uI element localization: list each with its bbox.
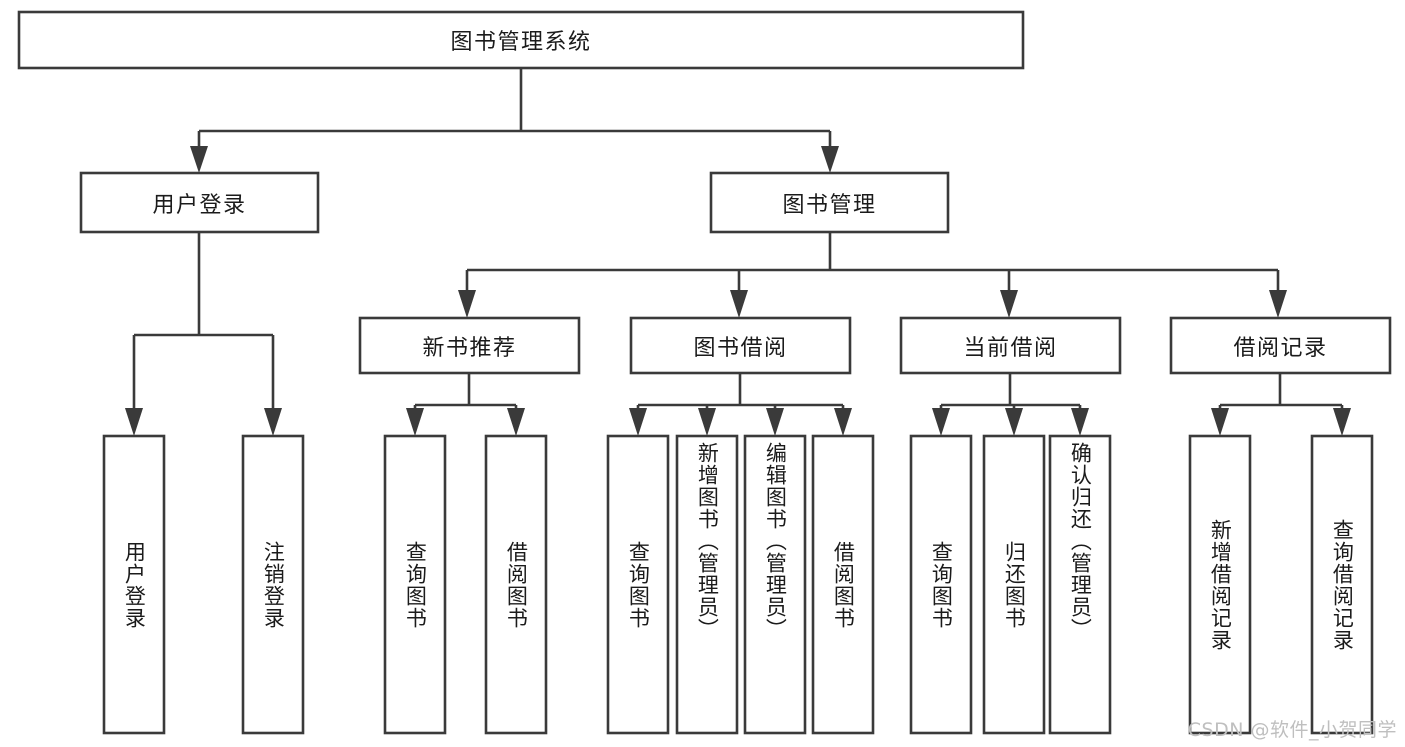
node-box-book-borrow[interactable] — [629, 316, 852, 375]
node-box-leaf-query-book-rec[interactable] — [383, 434, 447, 735]
arrow-head-leaf-query-borrow-record — [1333, 408, 1351, 436]
node-box-leaf-borrow-book[interactable] — [811, 434, 875, 735]
arrow-head-current-borrow — [1000, 290, 1018, 318]
node-box-root[interactable] — [17, 10, 1025, 70]
arrow-head-book-manage — [821, 146, 839, 173]
node-box-user-login[interactable] — [79, 171, 320, 234]
arrow-head-leaf-borrow-book-rec — [507, 408, 525, 436]
arrow-head-leaf-query-book-current — [932, 408, 950, 436]
node-box-leaf-query-borrow-record[interactable] — [1310, 434, 1374, 735]
arrow-head-leaf-user-login — [125, 408, 143, 436]
node-box-current-borrow[interactable] — [899, 316, 1122, 375]
arrow-head-leaf-return-book — [1005, 408, 1023, 436]
connector-layer — [125, 68, 1351, 436]
arrow-head-leaf-edit-book-admin — [766, 408, 784, 436]
arrow-head-book-borrow — [730, 290, 748, 318]
arrow-head-leaf-query-book-rec — [406, 408, 424, 436]
node-box-leaf-add-book-admin[interactable] — [675, 434, 739, 735]
arrow-head-user-login — [190, 146, 208, 173]
arrow-head-leaf-logout — [264, 408, 282, 436]
arrow-head-leaf-add-book-admin — [698, 408, 716, 436]
node-box-borrow-record[interactable] — [1169, 316, 1392, 375]
node-box-leaf-edit-book-admin[interactable] — [743, 434, 807, 735]
arrow-head-borrow-record — [1269, 290, 1287, 318]
arrow-head-leaf-confirm-return-admin — [1071, 408, 1089, 436]
arrow-head-leaf-borrow-book — [834, 408, 852, 436]
node-box-leaf-query-book-borrow[interactable] — [606, 434, 670, 735]
watermark-text: CSDN @软件_小贺同学 — [1187, 719, 1397, 741]
node-box-leaf-query-book-current[interactable] — [909, 434, 973, 735]
node-box-leaf-logout[interactable] — [241, 434, 305, 735]
arrow-head-leaf-add-borrow-record — [1211, 408, 1229, 436]
node-box-new-book-recommend[interactable] — [358, 316, 581, 375]
node-box-leaf-add-borrow-record[interactable] — [1188, 434, 1252, 735]
arrow-head-new-book-recommend — [458, 290, 476, 318]
node-box-leaf-return-book[interactable] — [982, 434, 1046, 735]
node-box-leaf-confirm-return-admin[interactable] — [1048, 434, 1112, 735]
node-box-book-manage[interactable] — [709, 171, 950, 234]
node-box-leaf-user-login[interactable] — [102, 434, 166, 735]
arrow-head-leaf-query-book-borrow — [629, 408, 647, 436]
node-box-leaf-borrow-book-rec[interactable] — [484, 434, 548, 735]
node-box-layer — [17, 10, 1392, 735]
